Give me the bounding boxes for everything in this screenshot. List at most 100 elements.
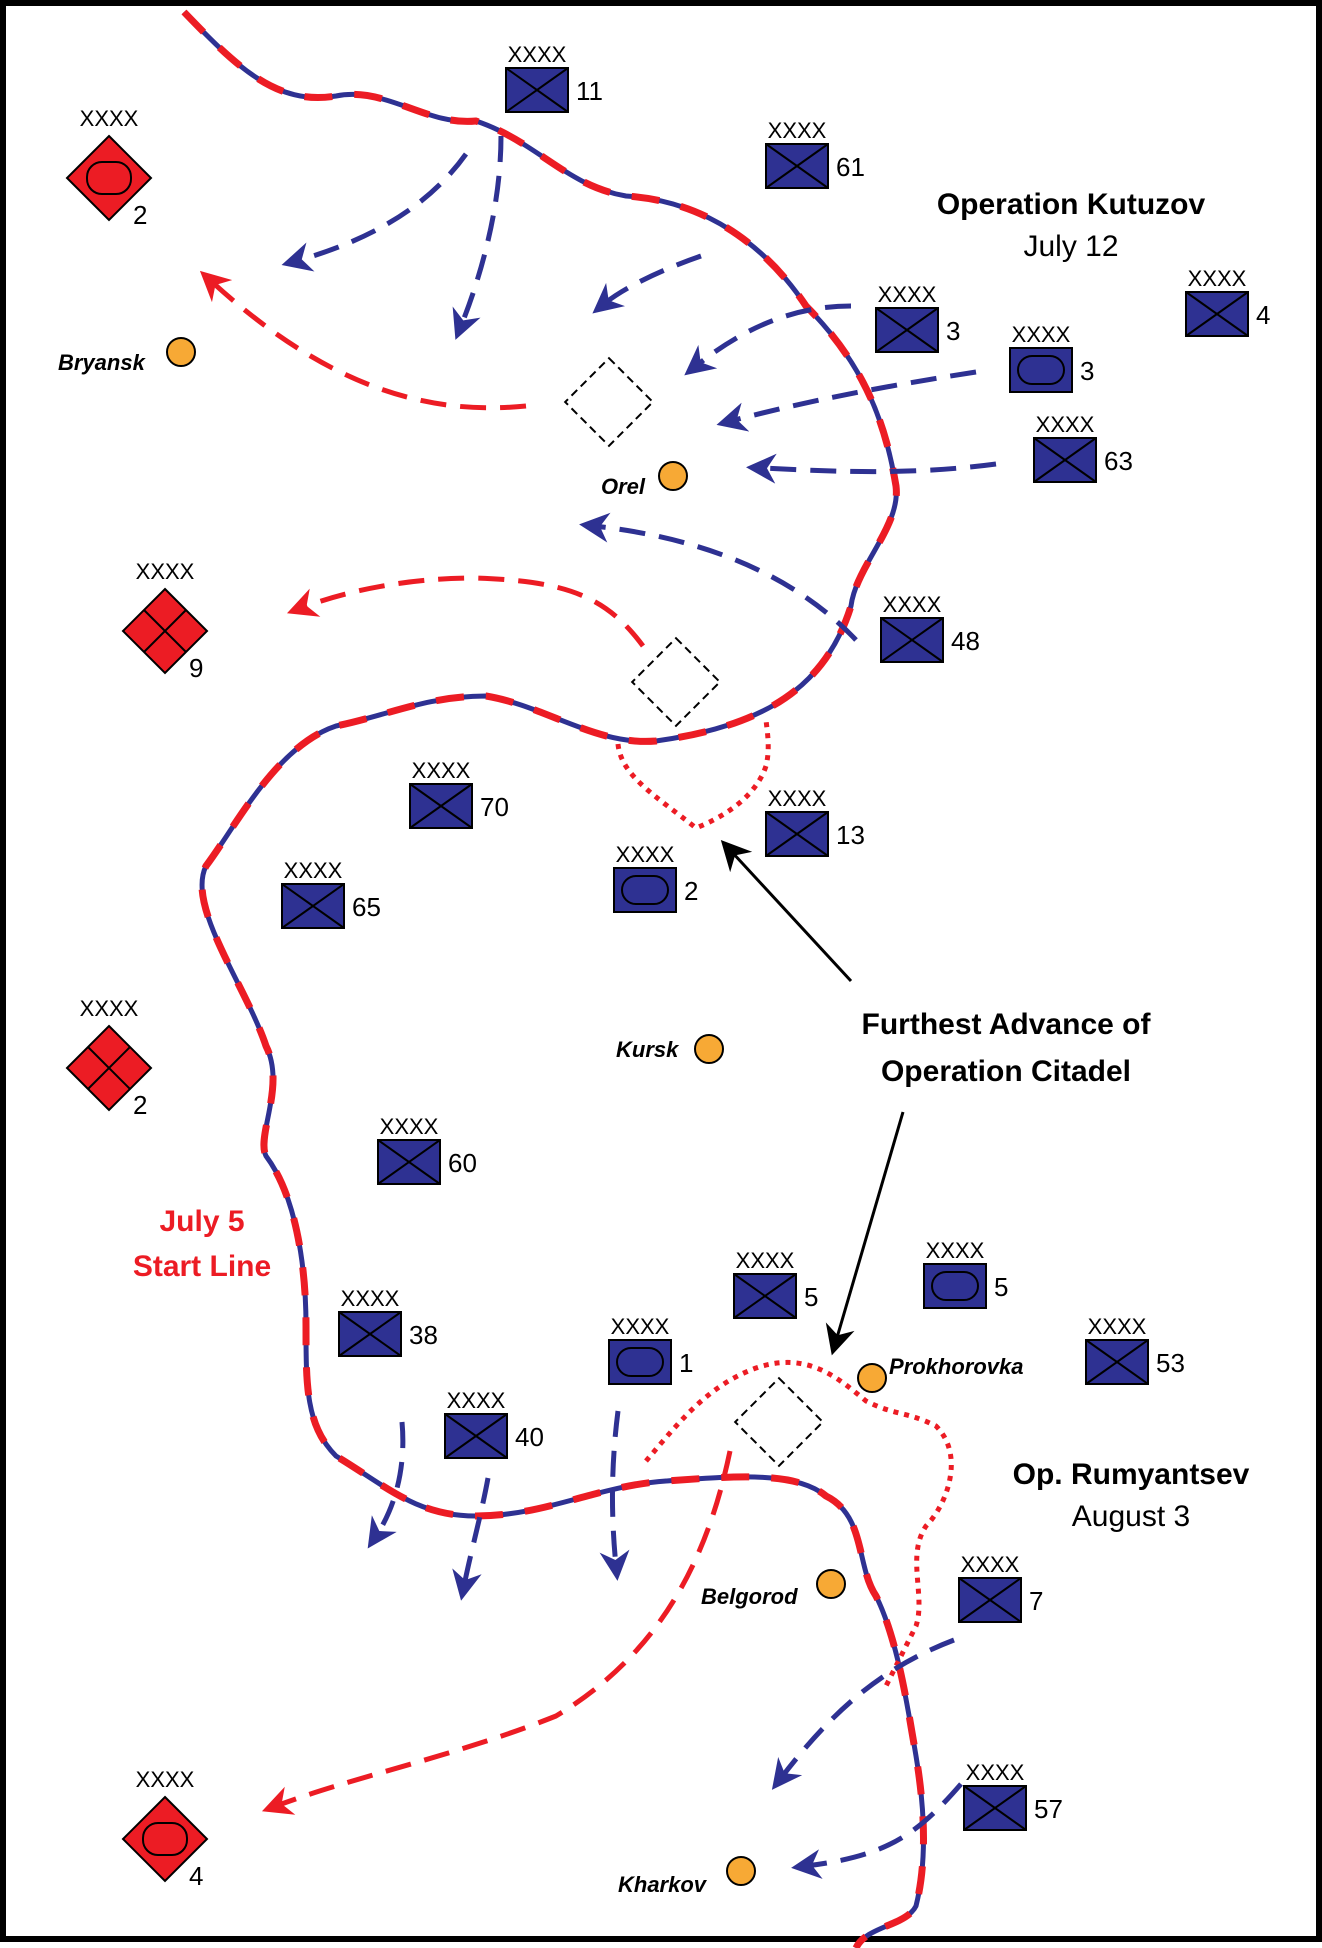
soviet-units-layer: XXXX11XXXX61XXXX3XXXX4XXXX3XXXX63XXXX48X…	[281, 42, 1270, 1831]
start-line-line1: July 5	[159, 1205, 244, 1238]
echelon-label: XXXX	[80, 106, 139, 131]
infantry-icon	[880, 617, 944, 663]
unit-number: 57	[1034, 1794, 1063, 1824]
battle-map: BryanskOrelKurskProkhorovkaBelgorodKhark…	[58, 9, 1270, 1948]
city-kursk: Kursk	[616, 1034, 724, 1064]
echelon-label: XXXX	[447, 1388, 506, 1413]
city-label: Belgorod	[701, 1584, 798, 1609]
infantry-icon	[733, 1273, 797, 1319]
echelon-label: XXXX	[136, 559, 195, 584]
echelon-label: XXXX	[1012, 322, 1071, 347]
echelon-label: XXXX	[883, 592, 942, 617]
front-line	[181, 9, 927, 1948]
city-dot	[816, 1569, 846, 1599]
infantry-icon	[87, 1046, 131, 1090]
echelon-label: XXXX	[1088, 1314, 1147, 1339]
soviet-arrow	[684, 303, 852, 376]
unit-number: 38	[409, 1320, 438, 1350]
echelon-label: XXXX	[136, 1767, 195, 1792]
city-label: Kharkov	[618, 1872, 708, 1897]
infantry-icon	[444, 1413, 508, 1459]
callout-arrows	[720, 839, 905, 1356]
soviet-army-11: XXXX 11	[505, 42, 603, 113]
unit-number: 3	[1080, 356, 1094, 386]
echelon-label: XXXX	[961, 1552, 1020, 1577]
infantry-icon	[338, 1311, 402, 1357]
infantry-icon	[281, 883, 345, 929]
city-label: Orel	[601, 474, 646, 499]
unit-number: 4	[189, 1861, 203, 1891]
soviet-army-57: XXXX 57	[963, 1760, 1063, 1831]
operation-kutuzov-title: Operation Kutuzov	[937, 188, 1206, 221]
echelon-label: XXXX	[926, 1238, 985, 1263]
armor-icon	[1017, 355, 1065, 385]
unit-number: 2	[684, 876, 698, 906]
unit-number: 40	[515, 1422, 544, 1452]
reserve-marker	[733, 1376, 825, 1468]
city-orel: Orel	[601, 461, 688, 499]
operation-kutuzov-date: July 12	[1023, 230, 1118, 263]
soviet-army-40: XXXX 40	[444, 1388, 544, 1459]
german-arrow	[261, 1450, 733, 1815]
soviet-arrow	[579, 512, 858, 642]
echelon-label: XXXX	[284, 858, 343, 883]
echelon-label: XXXX	[508, 42, 567, 67]
soviet-army-53: XXXX 53	[1085, 1314, 1185, 1385]
unit-number: 2	[133, 200, 147, 230]
infantry-icon	[963, 1785, 1027, 1831]
echelon-label: XXXX	[1188, 266, 1247, 291]
echelon-label: XXXX	[611, 1314, 670, 1339]
operation-rumyantsev-label: Op. Rumyantsev August 3	[1013, 1458, 1250, 1533]
city-dot	[694, 1034, 724, 1064]
unit-number: 7	[1029, 1586, 1043, 1616]
unit-number: 53	[1156, 1348, 1185, 1378]
city-prokhorovka: Prokhorovka	[857, 1354, 1024, 1393]
soviet-arrow	[791, 1782, 963, 1880]
infantry-icon	[1185, 291, 1249, 337]
soviet-army-7: XXXX 7	[958, 1552, 1043, 1623]
soviet-arrow	[592, 253, 702, 314]
city-label: Prokhorovka	[889, 1354, 1024, 1379]
armor-icon	[931, 1271, 979, 1301]
soviet-army-5-tank: XXXX 5	[923, 1238, 1008, 1309]
infantry-icon	[409, 783, 473, 829]
cities-layer: BryanskOrelKurskProkhorovkaBelgorodKhark…	[58, 337, 1024, 1897]
city-kharkov: Kharkov	[618, 1856, 756, 1897]
unit-number: 60	[448, 1148, 477, 1178]
unit-number: 2	[133, 1090, 147, 1120]
city-dot	[658, 461, 688, 491]
infantry-icon	[958, 1577, 1022, 1623]
echelon-label: XXXX	[736, 1248, 795, 1273]
infantry-icon	[1033, 437, 1097, 483]
armor-icon	[616, 1347, 664, 1377]
echelon-label: XXXX	[966, 1760, 1025, 1785]
soviet-arrow	[452, 1477, 491, 1601]
unit-number: 13	[836, 820, 865, 850]
unit-number: 5	[994, 1272, 1008, 1302]
start-line-label: July 5 Start Line	[133, 1205, 271, 1283]
city-bryansk: Bryansk	[58, 337, 196, 375]
unit-number: 5	[804, 1282, 818, 1312]
infantry-icon	[1085, 1339, 1149, 1385]
soviet-arrow	[367, 1421, 406, 1549]
panzer-icon	[86, 161, 132, 195]
soviet-arrow	[281, 152, 469, 272]
german-arrow	[286, 575, 646, 648]
city-label: Kursk	[616, 1037, 680, 1062]
unit-number: 11	[576, 76, 603, 106]
city-dot	[166, 337, 196, 367]
unit-number: 48	[951, 626, 980, 656]
infantry-icon	[875, 307, 939, 353]
soviet-arrow	[716, 369, 977, 432]
infantry-icon	[765, 811, 829, 857]
unit-number: 61	[836, 152, 865, 182]
soviet-army-48: XXXX 48	[880, 592, 980, 663]
city-dot	[857, 1363, 887, 1393]
